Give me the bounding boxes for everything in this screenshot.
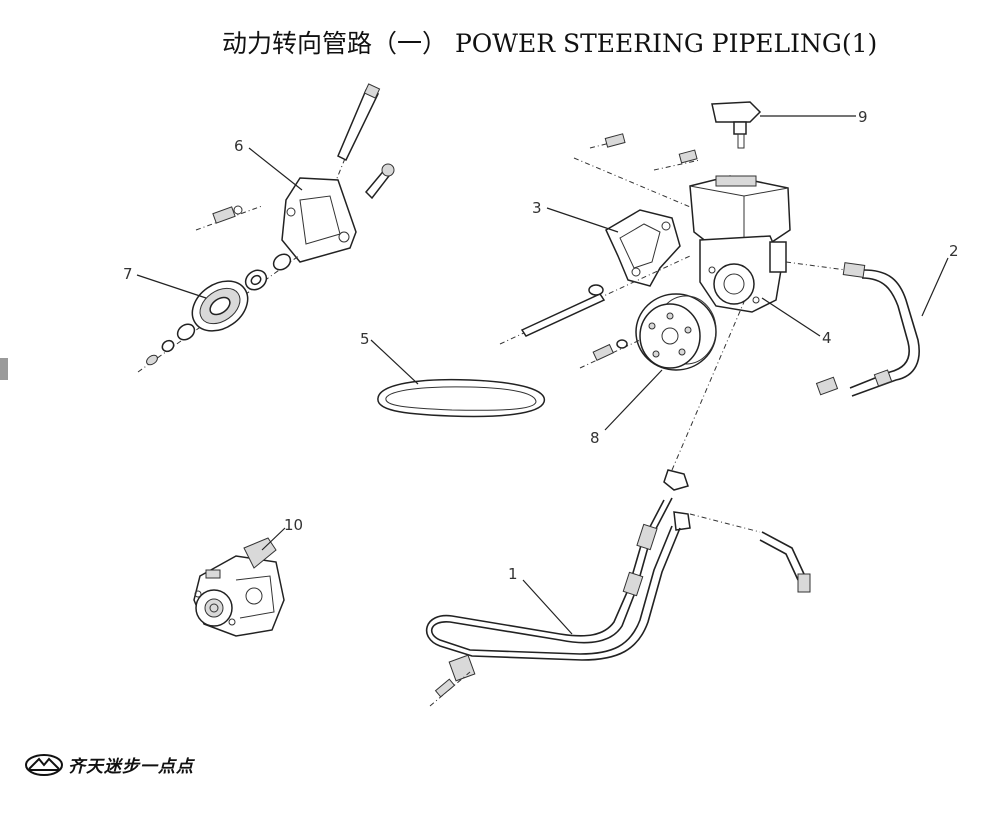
callout-10: 10 xyxy=(284,516,303,534)
callout-8: 8 xyxy=(590,429,600,447)
callout-6: 6 xyxy=(234,137,244,155)
part-9-reservoir xyxy=(689,101,791,251)
callout-5: 5 xyxy=(360,330,370,348)
part-10-pump-assembly xyxy=(193,537,285,637)
part-6-bracket xyxy=(195,83,395,263)
part-7-pulley xyxy=(137,253,301,373)
brand-logo: 齐天迷步一点点 xyxy=(24,752,194,777)
callout-2: 2 xyxy=(949,242,959,260)
page-edge-tab xyxy=(0,358,8,380)
callout-4: 4 xyxy=(822,329,832,347)
page-title: 动力转向管路（一） POWER STEERING PIPELING(1) xyxy=(222,29,878,58)
callout-labels: 1 2 3 4 5 6 7 8 9 10 xyxy=(123,108,959,583)
part-2-hose xyxy=(815,262,920,397)
callout-9: 9 xyxy=(858,108,868,126)
brand-emblem-icon xyxy=(25,753,63,776)
part-1-pipeline xyxy=(425,301,811,707)
part-4-pump xyxy=(499,235,847,345)
leader-lines xyxy=(136,115,949,635)
callout-1: 1 xyxy=(508,565,518,583)
callout-7: 7 xyxy=(123,265,133,283)
callout-3: 3 xyxy=(532,199,542,217)
part-8-pump-pulley xyxy=(579,293,717,371)
part-3-mounting-bracket xyxy=(573,133,703,287)
brand-slogan: 齐天迷步一点点 xyxy=(68,757,194,777)
part-5-belt xyxy=(377,378,545,418)
